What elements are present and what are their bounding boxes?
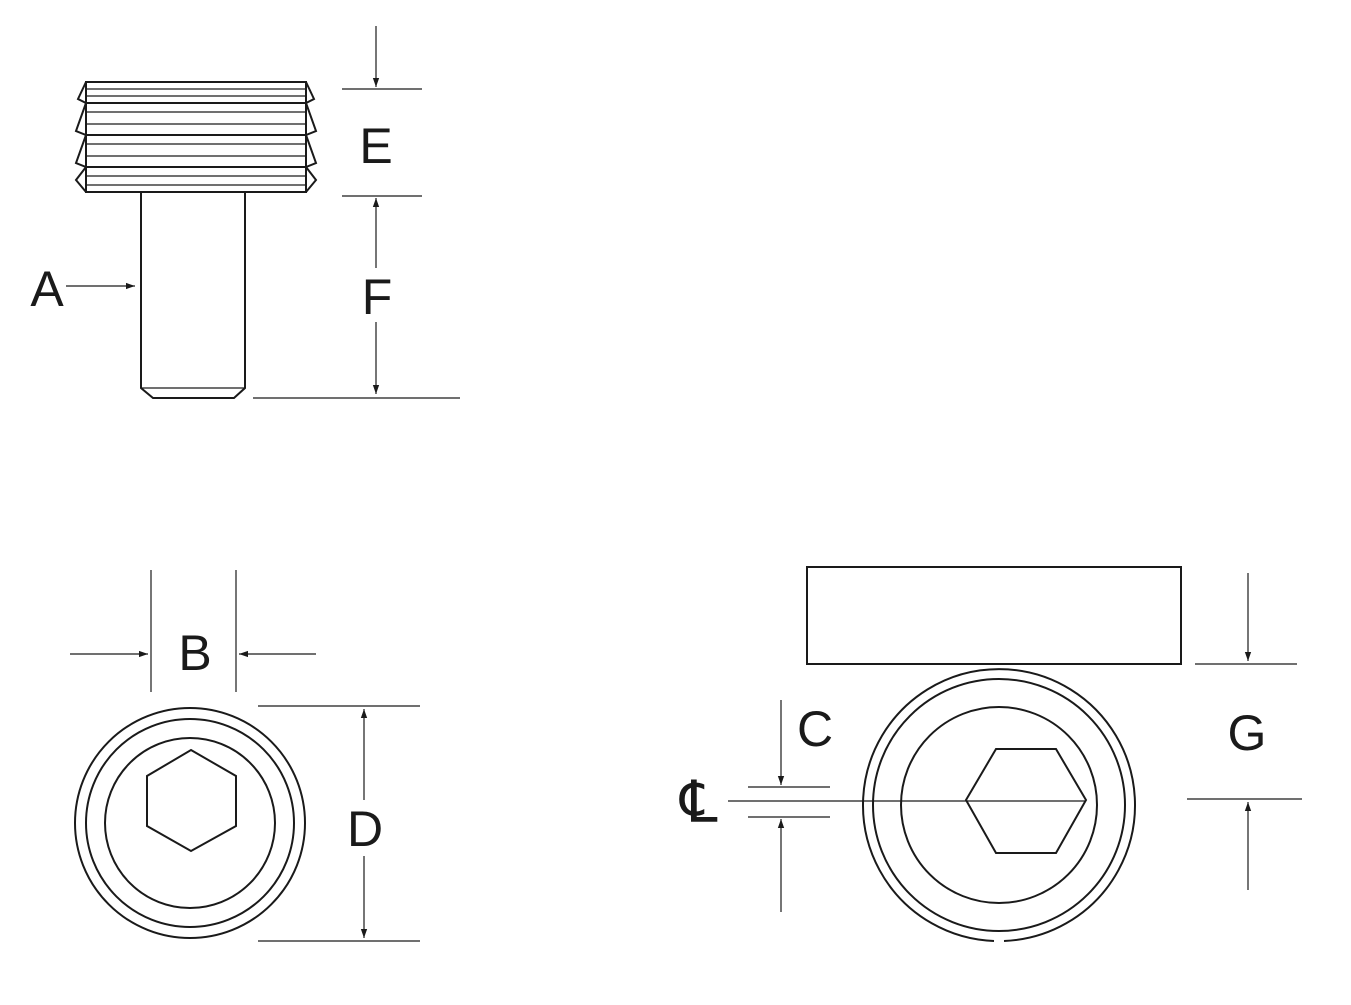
- label-g: G: [1228, 705, 1267, 761]
- threaded-head: [74, 81, 318, 193]
- outer-ring: [862, 668, 1136, 942]
- label-f: F: [362, 269, 393, 325]
- hex-socket: [146, 748, 237, 853]
- label-a: A: [30, 261, 64, 317]
- label-e: E: [359, 118, 392, 174]
- side-view: [66, 26, 460, 399]
- mating-plate: [806, 566, 1182, 665]
- pin-shank: [140, 192, 246, 399]
- label-c: C: [797, 701, 833, 757]
- hex-socket-installed: [964, 748, 1088, 854]
- installed-view: [728, 566, 1302, 942]
- end-view: [70, 570, 420, 942]
- label-centerline: ℄: [678, 770, 717, 835]
- label-b: B: [178, 625, 211, 681]
- label-d: D: [347, 801, 383, 857]
